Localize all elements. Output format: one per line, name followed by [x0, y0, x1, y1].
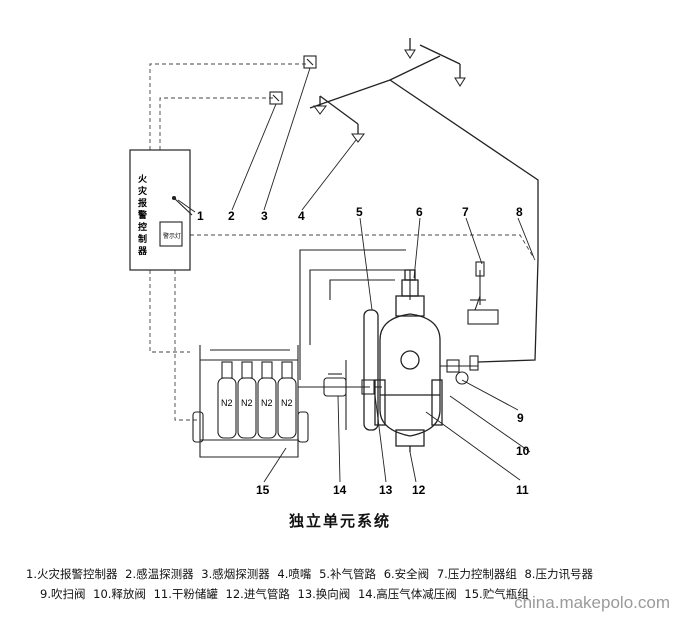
cylinder-label-3: N2: [261, 398, 273, 408]
cylinder-labels: N2 N2 N2 N2: [221, 398, 293, 408]
legend-item: 8.压力讯号器: [524, 567, 593, 581]
legend-item: 13.换向阀: [297, 587, 351, 601]
callout-15: 15: [256, 483, 270, 497]
callout-5: 5: [356, 205, 363, 219]
callout-11: 11: [516, 483, 529, 497]
controller-char-0: 火: [138, 174, 148, 185]
heat-detector-icon: [303, 55, 317, 69]
callout-2: 2: [228, 209, 235, 223]
legend-item: 1.火灾报警控制器: [26, 567, 118, 581]
controller-char-2: 报: [138, 197, 147, 209]
cylinder-group: [192, 345, 316, 458]
aux-gas-pipes: [299, 249, 411, 430]
callout-12: 12: [412, 483, 426, 497]
legend-item: 15.贮气瓶组: [464, 587, 529, 601]
pressure-controller-group: [467, 261, 499, 325]
reducing-valve: [316, 373, 370, 397]
cylinder-label-2: N2: [241, 398, 253, 408]
callout-8: 8: [516, 205, 523, 219]
legend-item: 7.压力控制器组: [436, 567, 517, 581]
diagram-title: 独立单元系统: [288, 512, 391, 530]
dry-powder-tank: [363, 269, 443, 452]
legend-item: 4.喷嘴: [277, 567, 312, 581]
cylinder-label-1: N2: [221, 398, 233, 408]
controller-char-5: 制: [138, 233, 147, 245]
controller-char-1: 灾: [138, 185, 148, 197]
changeover-valve: [361, 379, 382, 395]
controller-char-3: 警: [138, 209, 147, 221]
controller-char-4: 控: [138, 221, 147, 233]
callout-1: 1: [197, 209, 204, 223]
callout-numbers: 1 2 3 4 5 6 7 8 9 10 11 12 13 14 15: [197, 205, 530, 497]
callout-3: 3: [261, 209, 268, 223]
legend-item: 6.安全阀: [383, 567, 430, 581]
legend-item: 12.进气管路: [225, 587, 290, 601]
legend-item: 14.高压气体减压阀: [357, 587, 457, 601]
warning-lamp-label: 警示灯: [163, 232, 181, 240]
legend-item: 3.感烟探测器: [201, 567, 270, 581]
callout-14: 14: [333, 483, 347, 497]
callout-9: 9: [517, 411, 524, 425]
legend-item: 5.补气管路: [319, 567, 377, 581]
nozzle-pipe-network: [309, 38, 539, 363]
signal-lines: [149, 63, 536, 421]
legend-item: 11.干粉储罐: [153, 587, 218, 601]
callout-leaders: [177, 67, 535, 483]
callout-4: 4: [298, 209, 305, 223]
controller-char-6: 器: [137, 246, 148, 257]
legend-line-2: 9.吹扫阀 10.释放阀 11.干粉储罐 12.进气管路 13.换向阀 14.高…: [40, 586, 680, 602]
fire-alarm-controller: [129, 149, 193, 271]
callout-13: 13: [379, 483, 393, 497]
discharge-valves: [440, 355, 479, 385]
legend-item: 10.释放阀: [93, 587, 146, 601]
callout-7: 7: [462, 205, 469, 219]
cylinder-label-4: N2: [281, 398, 293, 408]
callout-10: 10: [516, 444, 530, 458]
legend-line-1: 1.火灾报警控制器 2.感温探测器 3.感烟探测器 4.喷嘴 5.补气管路 6.…: [26, 566, 676, 582]
watermark: china.makepolo.com: [514, 593, 670, 612]
legend-item: 9.吹扫阀: [40, 587, 86, 601]
controller-label: 火 灾 报 警 控 制 器 警示灯: [137, 174, 181, 257]
callout-6: 6: [416, 205, 423, 219]
nozzle-icons: [313, 49, 466, 143]
legend-item: 2.感温探测器: [125, 567, 194, 581]
